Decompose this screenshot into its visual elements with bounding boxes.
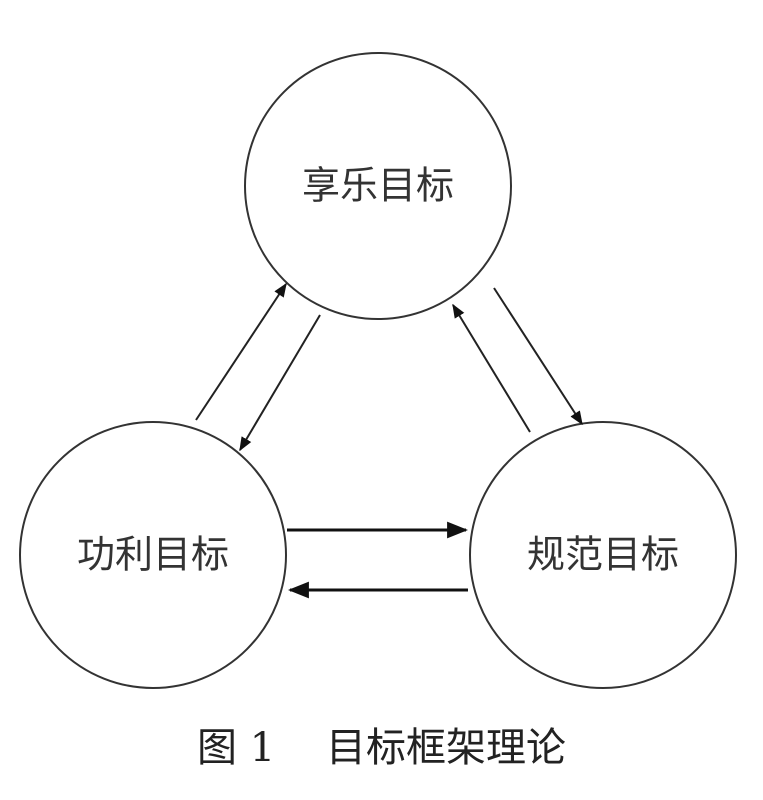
hedonic-goal-node <box>244 52 512 320</box>
figure-title: 目标框架理论 <box>326 725 567 771</box>
arrow-gain-to-hedonic <box>195 282 287 421</box>
normative-goal-label: 规范目标 <box>527 533 679 577</box>
hedonic-goal-label: 享乐目标 <box>302 164 454 208</box>
gain-goal-label: 功利目标 <box>77 533 229 577</box>
goal-framing-diagram: 享乐目标 功利目标 规范目标 <box>19 52 737 689</box>
arrow-hedonic-to-gain <box>239 314 321 452</box>
arrow-hedonic-to-normative <box>493 287 583 426</box>
figure-number: 图 1 <box>196 725 276 771</box>
gain-goal-node <box>19 421 287 689</box>
normative-goal-node <box>469 421 737 689</box>
arrow-normative-to-hedonic <box>452 303 531 433</box>
figure-caption: 图 1 目标框架理论 <box>0 715 763 773</box>
